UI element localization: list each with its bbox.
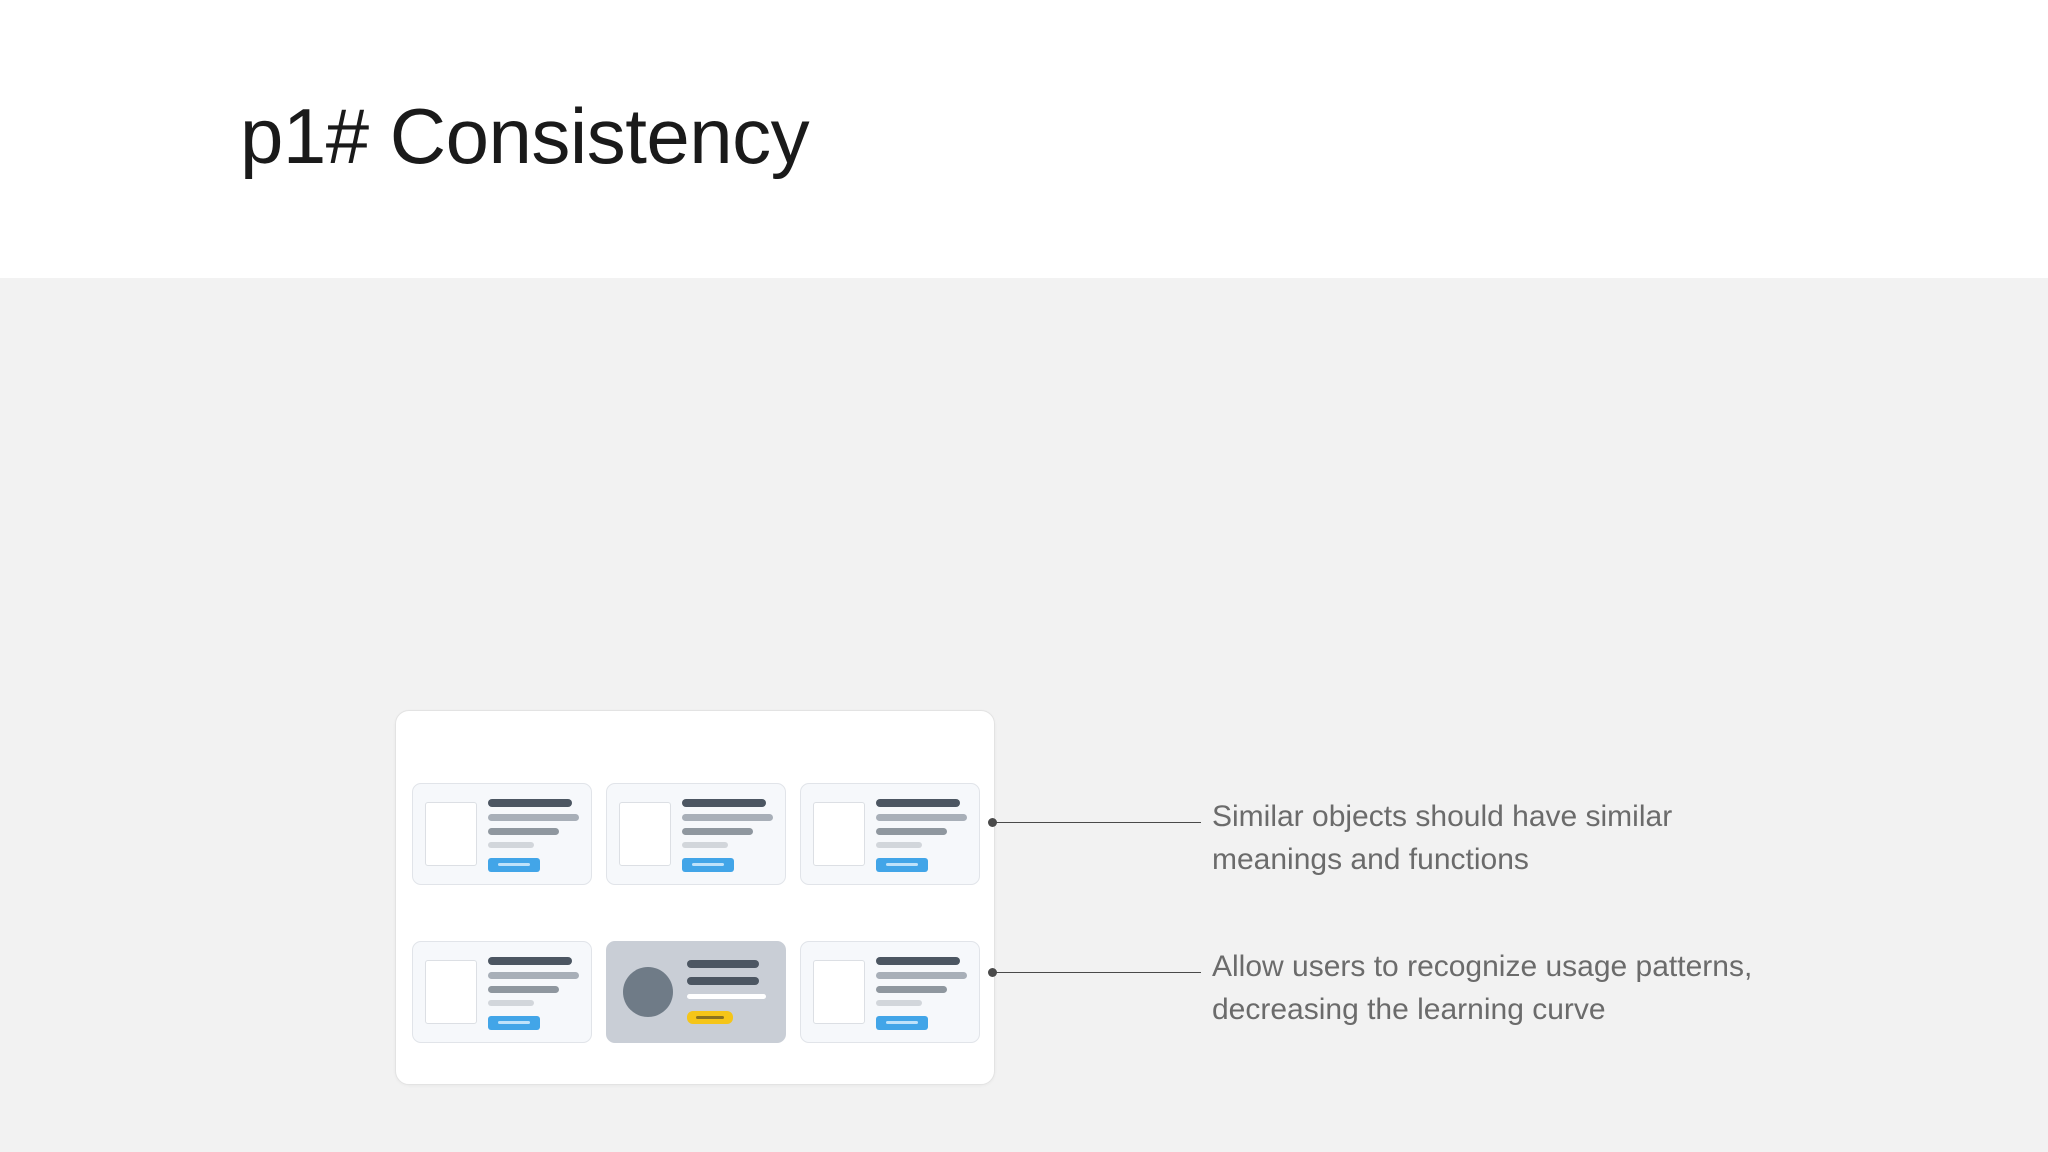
body-bar (488, 971, 579, 979)
body-bar (876, 971, 967, 979)
blue-action-button[interactable] (876, 1015, 928, 1030)
blue-action-button[interactable] (488, 857, 540, 872)
body-bar (876, 985, 947, 993)
annotation-text: Allow users to recognize usage patterns,… (1212, 950, 1753, 1026)
button-label-bar (498, 1021, 530, 1024)
title-bar (488, 798, 572, 807)
connector-line-icon (996, 971, 1201, 974)
text-lines (488, 955, 579, 1030)
connector-dot-icon (988, 968, 997, 977)
connector-dot-icon (988, 818, 997, 827)
body-bar (682, 827, 753, 835)
connector-line-icon (996, 821, 1201, 824)
avatar (623, 967, 673, 1017)
mini-card[interactable] (800, 783, 980, 885)
blue-action-button[interactable] (682, 857, 734, 872)
text-lines (687, 960, 769, 1024)
meta-bar (682, 841, 728, 848)
consistency-illustration-panel (395, 710, 995, 1085)
button-label-bar (696, 1016, 724, 1019)
title-bar (488, 956, 572, 965)
card-row (412, 941, 980, 1043)
blue-action-button[interactable] (488, 1015, 540, 1030)
mini-card[interactable] (606, 783, 786, 885)
body-bar (682, 813, 773, 821)
card-grid (412, 783, 980, 1043)
slide-header: p1# Consistency (0, 0, 2048, 278)
body-bar (687, 977, 760, 985)
body-bar (488, 827, 559, 835)
meta-bar (876, 841, 922, 848)
body-bar (876, 813, 967, 821)
mini-card[interactable] (412, 941, 592, 1043)
title-bar (876, 798, 960, 807)
thumbnail-placeholder-icon (813, 802, 865, 866)
title-bar (687, 960, 760, 968)
mini-card-inconsistent[interactable] (606, 941, 786, 1043)
body-bar (876, 827, 947, 835)
body-bar (488, 813, 579, 821)
annotation-text: Similar objects should have similar mean… (1212, 800, 1673, 876)
thumbnail-placeholder-icon (619, 802, 671, 866)
meta-bar (876, 999, 922, 1006)
title-bar (682, 798, 766, 807)
blue-action-button[interactable] (876, 857, 928, 872)
page-title: p1# Consistency (240, 92, 810, 180)
slide-body: Similar objects should have similar mean… (0, 278, 2048, 1152)
button-label-bar (692, 863, 724, 866)
body-bar (488, 985, 559, 993)
title-bar (876, 956, 960, 965)
thumbnail-placeholder-icon (813, 960, 865, 1024)
thumbnail-placeholder-icon (425, 960, 477, 1024)
text-lines (876, 955, 967, 1030)
meta-bar (488, 841, 534, 848)
text-lines (488, 797, 579, 872)
mini-card[interactable] (800, 941, 980, 1043)
mini-card[interactable] (412, 783, 592, 885)
card-row (412, 783, 980, 885)
divider-bar (687, 994, 766, 999)
button-label-bar (886, 863, 918, 866)
meta-bar (488, 999, 534, 1006)
button-label-bar (886, 1021, 918, 1024)
text-lines (682, 797, 773, 872)
text-lines (876, 797, 967, 872)
button-label-bar (498, 863, 530, 866)
thumbnail-placeholder-icon (425, 802, 477, 866)
yellow-action-button[interactable] (687, 1011, 733, 1024)
